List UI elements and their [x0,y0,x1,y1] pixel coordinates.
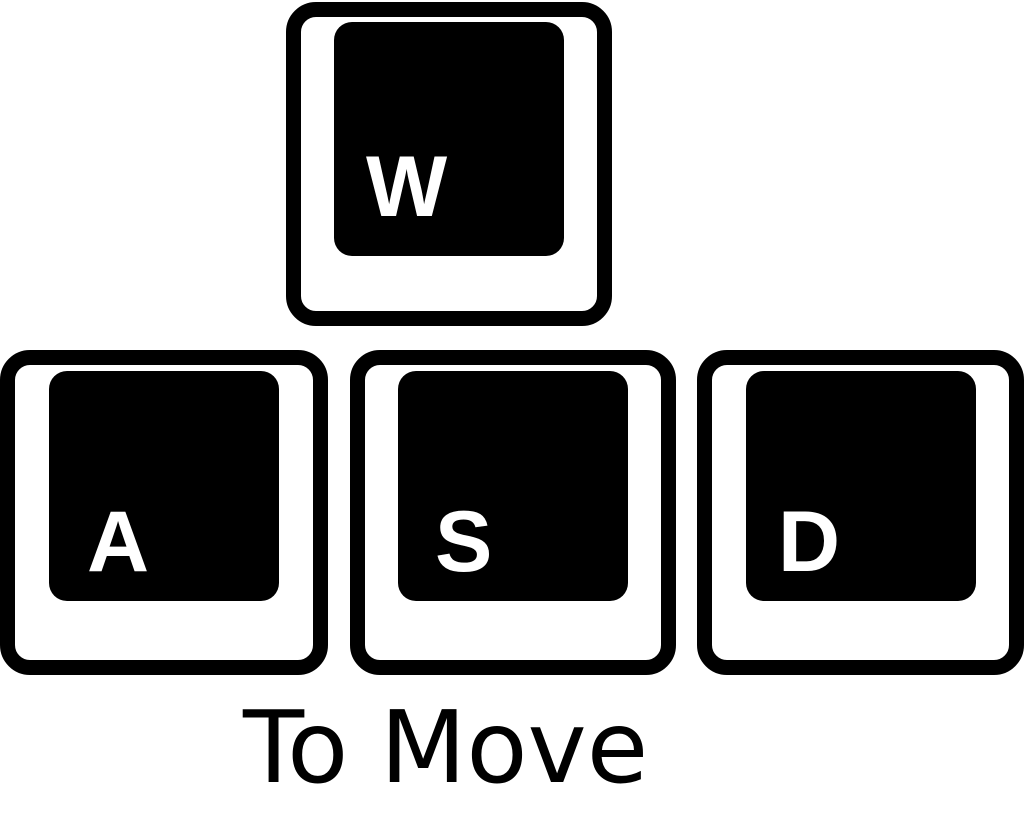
d-key: D [697,350,1024,675]
w-key-label: W [366,139,448,235]
d-key-face: D [746,371,976,601]
a-key-label: A [87,494,150,590]
s-key-face: S [398,371,628,601]
a-key: A [0,350,328,675]
s-key-label: S [435,494,493,590]
s-key: S [350,350,676,675]
caption-text: To Move [243,689,649,806]
w-key: W [286,2,612,326]
a-key-face: A [49,371,279,601]
d-key-label: D [778,494,841,590]
w-key-face: W [334,22,564,256]
